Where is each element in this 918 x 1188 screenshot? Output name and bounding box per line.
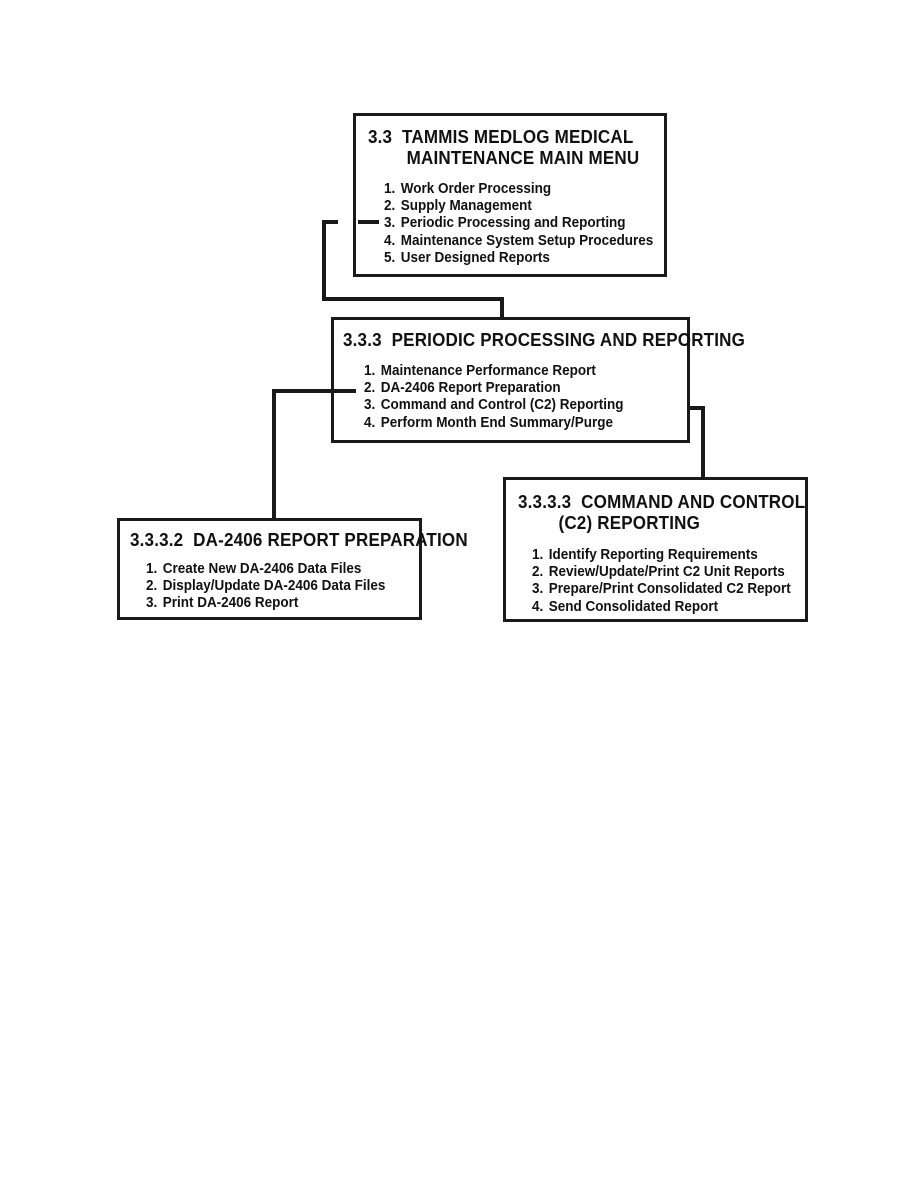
- menu-item-index: 2.: [364, 380, 376, 397]
- menu-item-label: Maintenance Performance Report: [380, 363, 596, 379]
- menu-item-index: 3.: [364, 397, 376, 414]
- menu-item-da2406-report-preparation[interactable]: 2. DA-2406 Report Preparation: [364, 380, 664, 397]
- menu-item-index: 4.: [364, 414, 376, 431]
- box-periodic-title: 3.3.3 PERIODIC PROCESSING AND REPORTING: [343, 329, 745, 350]
- menu-item-index: 1.: [146, 561, 158, 577]
- menu-item-prepare-print-consolidated-c2-report[interactable]: 3. Prepare/Print Consolidated C2 Report: [532, 581, 791, 598]
- menu-item-label: Identify Reporting Requirements: [548, 547, 758, 563]
- box-main-menu-item-list: 1. Work Order Processing 2. Supply Manag…: [384, 181, 664, 267]
- menu-item-print-da2406-report[interactable]: 3. Print DA-2406 Report: [146, 595, 400, 612]
- connector-periodic-to-c2-vertical: [701, 406, 705, 479]
- box-periodic-processing-and-reporting[interactable]: 3.3.3 PERIODIC PROCESSING AND REPORTING …: [331, 317, 745, 443]
- menu-item-create-new-da2406-data-files[interactable]: 1. Create New DA-2406 Data Files: [146, 561, 400, 578]
- box-periodic-title-gap: [382, 329, 392, 350]
- box-command-and-control-reporting[interactable]: 3.3.3.3 COMMAND AND CONTROL(C2) REPORTIN…: [503, 477, 808, 622]
- menu-item-work-order-processing[interactable]: 1. Work Order Processing: [384, 181, 644, 198]
- box-c2-number: 3.3.3.3: [518, 491, 572, 512]
- menu-item-supply-management[interactable]: 2. Supply Management: [384, 198, 644, 215]
- menu-item-index: 1.: [384, 181, 396, 197]
- menu-item-index: 3.: [384, 215, 396, 232]
- menu-item-label: User Designed Reports: [400, 249, 550, 266]
- menu-item-label: Display/Update DA-2406 Data Files: [162, 578, 386, 595]
- menu-item-perform-month-end-summary-purge[interactable]: 4. Perform Month End Summary/Purge: [364, 415, 664, 432]
- menu-item-label: Print DA-2406 Report: [162, 595, 299, 612]
- menu-item-periodic-processing-and-reporting[interactable]: 3. Periodic Processing and Reporting: [384, 215, 644, 232]
- menu-item-index: 2.: [384, 198, 396, 215]
- menu-item-maintenance-performance-report[interactable]: 1. Maintenance Performance Report: [364, 363, 664, 380]
- dash-marker-mainmenu-item3: [358, 220, 379, 224]
- box-main-menu-number: 3.3: [368, 126, 393, 147]
- menu-item-display-update-da2406-data-files[interactable]: 2. Display/Update DA-2406 Data Files: [146, 578, 400, 595]
- menu-item-index: 4.: [384, 232, 396, 249]
- menu-item-identify-reporting-requirements[interactable]: 1. Identify Reporting Requirements: [532, 547, 786, 564]
- box-da2406-title-text1: DA-2406 REPORT PREPARATION: [193, 529, 468, 550]
- menu-item-send-consolidated-report[interactable]: 4. Send Consolidated Report: [532, 599, 786, 616]
- menu-item-label: Work Order Processing: [400, 181, 552, 197]
- menu-item-index: 4.: [532, 598, 544, 615]
- menu-item-label: Perform Month End Summary/Purge: [380, 414, 614, 431]
- box-periodic-item-list: 1. Maintenance Performance Report 2. DA-…: [364, 363, 687, 432]
- box-da2406-item-list: 1. Create New DA-2406 Data Files 2. Disp…: [146, 561, 419, 613]
- box-main-menu-title-text1: TAMMIS MEDLOG MEDICAL: [402, 126, 634, 147]
- dash-marker-periodic-item2: [334, 389, 356, 393]
- box-c2-title-text2: (C2) REPORTING: [558, 512, 701, 533]
- menu-item-label: Periodic Processing and Reporting: [400, 215, 626, 232]
- menu-item-command-and-control-reporting[interactable]: 3. Command and Control (C2) Reporting: [364, 397, 664, 414]
- menu-item-label: DA-2406 Report Preparation: [380, 380, 561, 397]
- menu-item-label: Create New DA-2406 Data Files: [162, 561, 362, 577]
- menu-item-index: 5.: [384, 249, 396, 266]
- menu-item-label: Review/Update/Print C2 Unit Reports: [548, 564, 785, 581]
- menu-item-maintenance-system-setup-procedures[interactable]: 4. Maintenance System Setup Procedures: [384, 232, 653, 250]
- box-da2406-title-gap: [183, 529, 193, 550]
- connector-mainmenu-to-periodic-vertical-right: [500, 297, 504, 321]
- box-c2-title: 3.3.3.3 COMMAND AND CONTROL(C2) REPORTIN…: [518, 491, 805, 533]
- menu-item-index: 2.: [146, 578, 158, 595]
- box-c2-item-list: 1. Identify Reporting Requirements 2. Re…: [532, 547, 805, 616]
- menu-item-label: Prepare/Print Consolidated C2 Report: [548, 581, 791, 598]
- menu-item-index: 2.: [532, 564, 544, 581]
- menu-item-user-designed-reports[interactable]: 5. User Designed Reports: [384, 250, 644, 267]
- connector-mainmenu-item3-stub: [322, 220, 338, 224]
- box-main-menu-title-text2: MAINTENANCE MAIN MENU: [406, 147, 640, 168]
- menu-item-label: Send Consolidated Report: [548, 598, 719, 615]
- connector-mainmenu-to-periodic-vertical-left: [322, 220, 326, 301]
- box-c2-title-text1: COMMAND AND CONTROL: [581, 491, 806, 512]
- menu-item-index: 1.: [532, 547, 544, 563]
- box-da2406-number: 3.3.3.2: [130, 529, 184, 550]
- menu-item-label: Maintenance System Setup Procedures: [400, 232, 654, 249]
- box-main-menu-title-line1: [392, 126, 402, 147]
- box-da2406-report-preparation[interactable]: 3.3.3.2 DA-2406 REPORT PREPARATION 1. Cr…: [117, 518, 468, 620]
- box-periodic-title-text1: PERIODIC PROCESSING AND REPORTING: [391, 329, 746, 350]
- box-periodic-number: 3.3.3: [343, 329, 382, 350]
- menu-item-index: 3.: [532, 581, 544, 598]
- menu-item-review-update-print-c2-unit-reports[interactable]: 2. Review/Update/Print C2 Unit Reports: [532, 564, 786, 581]
- menu-item-label: Command and Control (C2) Reporting: [380, 397, 624, 414]
- menu-item-index: 3.: [146, 595, 158, 612]
- menu-item-index: 1.: [364, 363, 376, 379]
- menu-item-label: Supply Management: [400, 198, 532, 215]
- connector-mainmenu-to-periodic-horizontal: [322, 297, 504, 301]
- box-da2406-title: 3.3.3.2 DA-2406 REPORT PREPARATION: [130, 529, 468, 550]
- box-c2-title-gap: [571, 491, 581, 512]
- connector-periodic-to-da2406-horizontal: [272, 389, 334, 393]
- connector-periodic-to-da2406-vertical: [272, 389, 276, 520]
